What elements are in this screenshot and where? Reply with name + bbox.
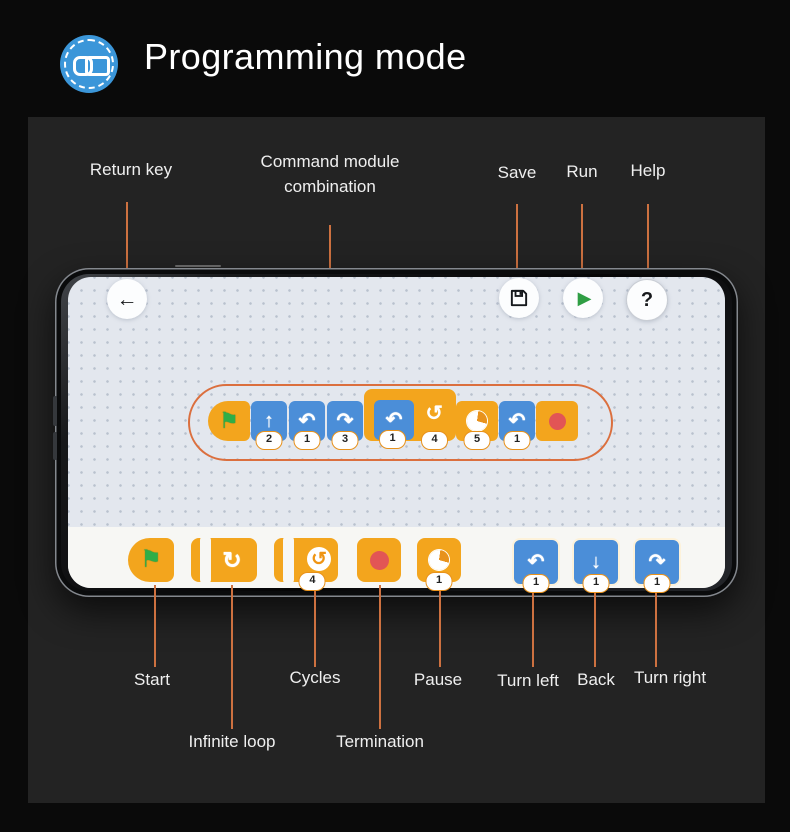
palette-block-back[interactable]: ↓ 1 <box>572 538 620 593</box>
logo-link-right <box>85 56 110 76</box>
loop-slot-notch <box>200 535 211 585</box>
chain-block-cycles-loop[interactable]: ↶ 1 ↺ 4 <box>364 389 456 450</box>
play-icon: ▶ <box>577 288 592 308</box>
app-logo-icon <box>60 35 118 93</box>
chain-block-turn-left-nested[interactable]: ↶ 1 <box>374 400 414 449</box>
leader-line-return-key <box>126 202 128 298</box>
loop-count-badge: 4 <box>298 572 326 591</box>
cycles-arrow-icon: ↺ <box>311 548 327 570</box>
leader-line-run <box>581 204 583 284</box>
callout-command-module: Command module combination <box>260 152 400 196</box>
save-floppy-icon <box>510 289 528 307</box>
forward-arrow-icon: ↑ <box>264 410 274 432</box>
loop-slot-notch <box>283 535 294 585</box>
turn-right-arrow-icon: ↷ <box>336 410 354 432</box>
chain-block-turn-left[interactable]: ↶ 1 <box>289 401 325 450</box>
turn-right-arrow-icon: ↷ <box>648 551 666 573</box>
leader-line-turn-right <box>655 587 657 667</box>
leader-line-help <box>647 204 649 280</box>
page-title: Programming mode <box>144 36 467 77</box>
palette-block-turn-right[interactable]: ↷ 1 <box>633 538 681 593</box>
callout-back: Back <box>577 670 615 689</box>
green-flag-icon: ⚑ <box>219 408 239 433</box>
chain-block-start[interactable]: ⚑ <box>208 401 250 441</box>
callout-return-key: Return key <box>89 160 173 179</box>
callout-start: Start <box>134 670 170 689</box>
leader-line-start <box>154 585 156 667</box>
repeat-count-badge: 3 <box>331 431 359 450</box>
callout-termination: Termination <box>336 732 424 751</box>
callout-save: Save <box>497 163 537 182</box>
back-arrow-icon: ← <box>116 287 138 311</box>
logo-dashed-ring <box>64 39 114 89</box>
loop-count-badge: 4 <box>421 431 448 450</box>
stop-circle-icon <box>548 412 566 430</box>
chain-block-turn-right[interactable]: ↷ 3 <box>327 401 363 450</box>
palette-block-termination[interactable] <box>357 538 401 582</box>
volume-up-button <box>53 396 57 426</box>
leader-line-cycles <box>314 589 316 667</box>
clock-icon <box>429 550 449 570</box>
chain-block-termination[interactable] <box>536 401 578 441</box>
chain-block-pause[interactable]: 5 <box>456 401 498 450</box>
callout-cycles: Cycles <box>289 668 341 687</box>
leader-line-back <box>594 587 596 667</box>
palette-block-pause[interactable]: 1 <box>417 538 461 591</box>
leader-line-turn-left <box>532 587 534 667</box>
pause-duration-badge: 1 <box>425 572 453 591</box>
repeat-count-badge: 1 <box>293 431 321 450</box>
clock-icon <box>467 411 487 431</box>
leader-line-infinite-loop <box>231 585 233 729</box>
turn-left-arrow-icon: ↶ <box>508 410 526 432</box>
repeat-count-badge: 1 <box>522 574 550 593</box>
callout-pause: Pause <box>413 670 463 689</box>
stop-circle-icon <box>369 550 389 570</box>
callout-infinite-loop: Infinite loop <box>188 732 276 751</box>
leader-line-termination <box>379 585 381 729</box>
palette-block-start[interactable]: ⚑ <box>128 538 174 582</box>
callout-run: Run <box>566 162 598 181</box>
phone-speaker-slit <box>175 265 221 267</box>
palette-block-cycles[interactable]: ↺ 4 <box>274 535 338 591</box>
save-button[interactable] <box>499 278 539 318</box>
repeat-count-badge: 1 <box>643 574 671 593</box>
command-chain: ⚑ ↑ 2 ↶ 1 ↷ 3 ↶ 1 ↺ 4 <box>208 389 580 450</box>
phone-frame: ← ▶ ? ⚑ ↑ 2 ↶ 1 <box>53 268 738 597</box>
turn-left-arrow-icon: ↶ <box>527 551 545 573</box>
repeat-count-badge: 1 <box>503 431 531 450</box>
green-flag-icon: ⚑ <box>140 546 162 573</box>
phone-screen <box>68 277 725 588</box>
leader-line-pause <box>439 589 441 667</box>
turn-left-arrow-icon: ↶ <box>385 409 403 431</box>
volume-down-button <box>53 432 57 460</box>
command-chain-highlight-oval <box>188 384 613 461</box>
back-arrow-down-icon: ↓ <box>591 551 601 573</box>
help-button[interactable]: ? <box>626 279 668 321</box>
leader-line-save <box>516 204 518 284</box>
cycles-icon-disc: ↺ <box>307 547 331 571</box>
turn-left-arrow-icon: ↶ <box>298 410 316 432</box>
palette-block-infinite-loop[interactable]: ↻ <box>191 535 257 585</box>
chain-block-forward[interactable]: ↑ 2 <box>251 401 287 450</box>
callout-turn-left: Turn left <box>497 671 559 690</box>
run-button[interactable]: ▶ <box>563 278 603 318</box>
callout-turn-right: Turn right <box>633 668 707 687</box>
repeat-count-badge: 1 <box>582 574 610 593</box>
infinite-loop-icon: ↻ <box>222 546 242 573</box>
return-button[interactable]: ← <box>107 279 147 319</box>
chain-block-turn-left-2[interactable]: ↶ 1 <box>499 401 535 450</box>
palette-block-turn-left[interactable]: ↶ 1 <box>512 538 560 593</box>
callout-help: Help <box>630 161 666 180</box>
question-mark-icon: ? <box>640 289 654 311</box>
pause-duration-badge: 5 <box>463 431 491 450</box>
logo-link-left <box>73 56 93 76</box>
repeat-count-badge: 2 <box>255 431 283 450</box>
repeat-count-badge: 1 <box>379 430 406 449</box>
cycles-arrow-icon: ↺ <box>425 402 443 425</box>
